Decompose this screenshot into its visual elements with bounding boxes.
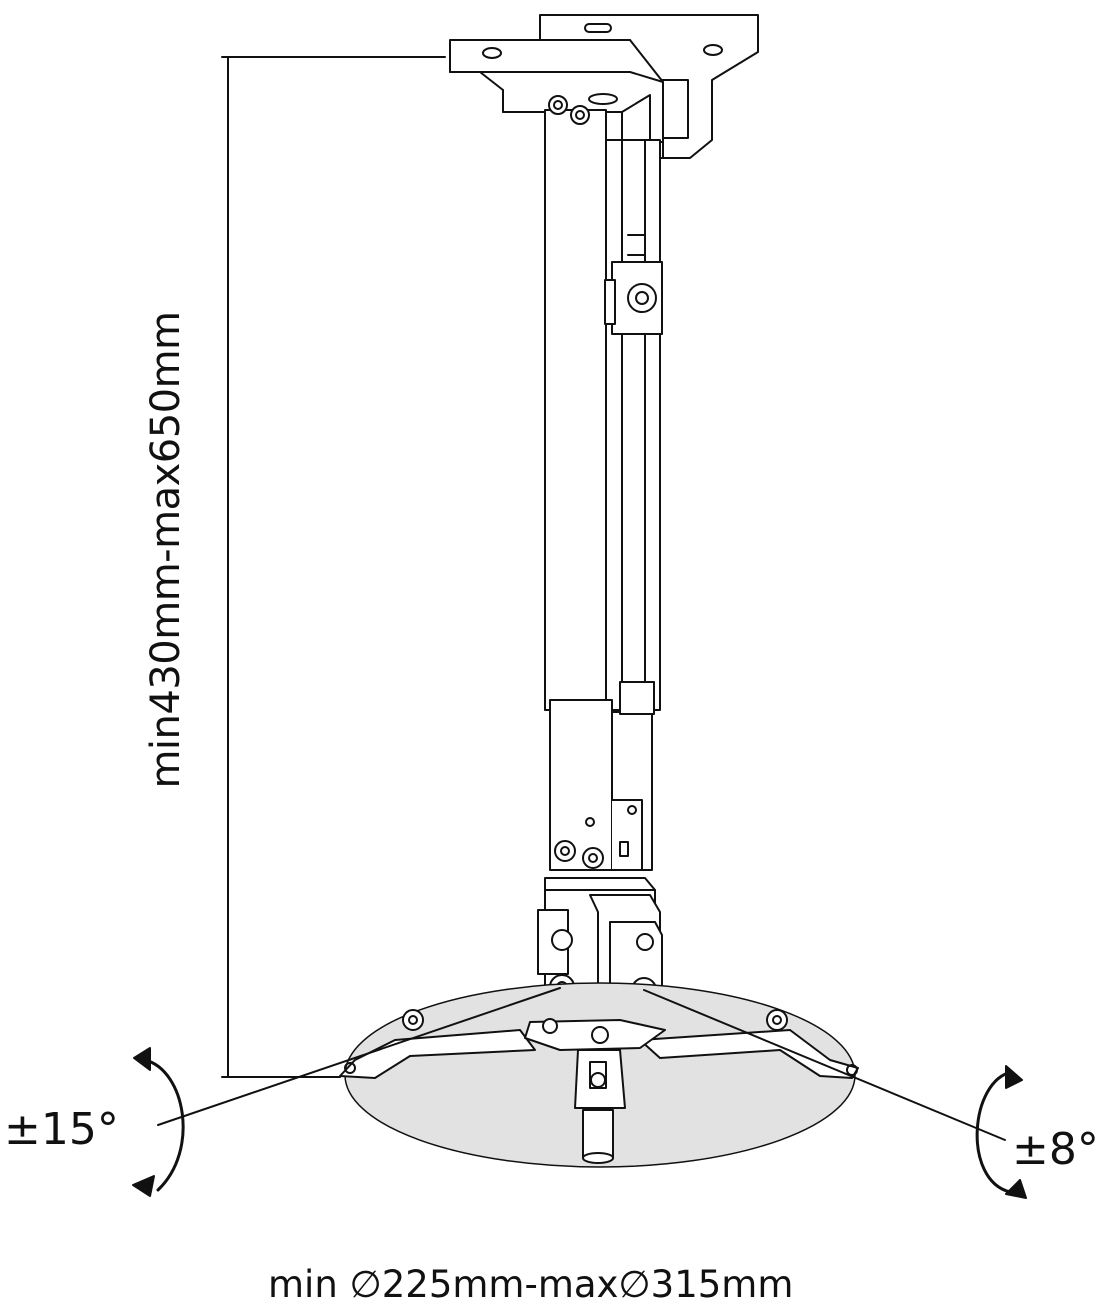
outer-tube [544, 95, 661, 711]
angle-leader-lines [157, 987, 1006, 1141]
tilt-arrow-icon [132, 1047, 185, 1197]
tube-clamp [604, 261, 663, 335]
height-dimension-line [221, 56, 446, 1078]
inner-tube [549, 681, 655, 871]
plate-diameter-label: min ∅225mm-max∅315mm [268, 1263, 794, 1306]
height-range-label: min430mm-max650mm [143, 311, 189, 789]
swivel-arrow-icon [975, 1065, 1027, 1199]
tilt-angle-label: ±15° [4, 1104, 119, 1155]
spider-arms [339, 1009, 859, 1164]
swivel-angle-label: ±8° [1012, 1124, 1099, 1175]
